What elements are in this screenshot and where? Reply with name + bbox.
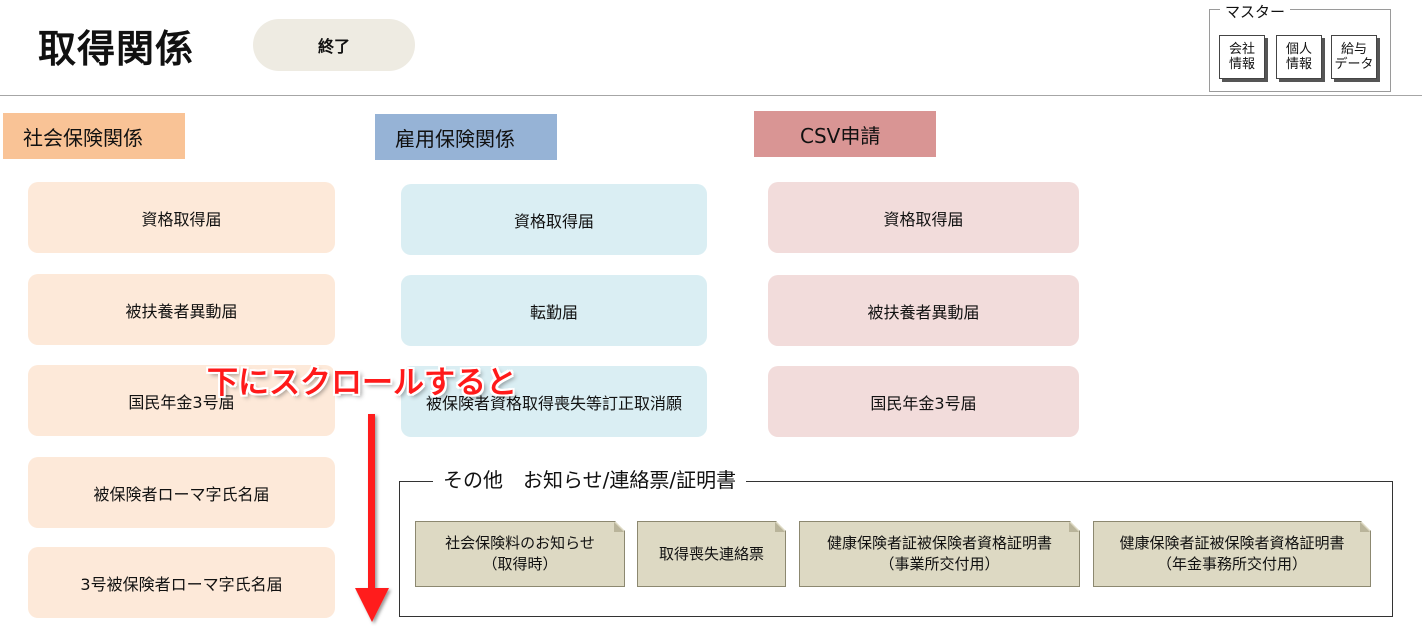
koyou-qualification-acquisition-button[interactable]: 資格取得届 [401, 184, 707, 255]
header-divider [0, 95, 1422, 96]
scroll-down-arrow-icon [355, 414, 389, 622]
end-button[interactable]: 終了 [253, 19, 415, 71]
shakai-qualification-acquisition-button[interactable]: 資格取得届 [28, 182, 335, 253]
salary-data-button[interactable]: 給与 データ [1331, 35, 1377, 79]
health-cert-office-button[interactable]: 健康保険者証被保険者資格証明書 （事業所交付用） [799, 521, 1080, 587]
category-header-social-insurance: 社会保険関係 [3, 113, 185, 159]
shakai-dependent-change-button[interactable]: 被扶養者異動届 [28, 274, 335, 345]
insurance-notice-button[interactable]: 社会保険料のお知らせ （取得時） [415, 521, 625, 587]
csv-qualification-acquisition-button[interactable]: 資格取得届 [768, 182, 1079, 253]
page-title: 取得関係 [38, 27, 195, 71]
csv-national-pension-3-button[interactable]: 国民年金3号届 [768, 366, 1079, 437]
csv-dependent-change-button[interactable]: 被扶養者異動届 [768, 275, 1079, 346]
scroll-annotation-text: 下にスクロールすると [207, 365, 517, 401]
koyou-transfer-button[interactable]: 転勤届 [401, 275, 707, 346]
other-documents-label: その他 お知らせ/連絡票/証明書 [433, 466, 747, 494]
master-group-label: マスター [1220, 4, 1291, 20]
shakai-romaji-name-button[interactable]: 被保険者ローマ字氏名届 [28, 457, 335, 528]
category-header-employment-insurance: 雇用保険関係 [375, 114, 557, 160]
company-info-button[interactable]: 会社 情報 [1219, 35, 1265, 79]
shakai-3go-romaji-name-button[interactable]: 3号被保険者ローマ字氏名届 [28, 547, 335, 618]
personal-info-button[interactable]: 個人 情報 [1276, 35, 1322, 79]
category-header-csv: CSV申請 [754, 111, 936, 157]
shakai-national-pension-3-button[interactable]: 国民年金3号届 [28, 365, 335, 436]
health-cert-pension-office-button[interactable]: 健康保険者証被保険者資格証明書 （年金事務所交付用） [1093, 521, 1371, 587]
other-documents-group [399, 481, 1393, 617]
acquisition-loss-slip-button[interactable]: 取得喪失連絡票 [637, 521, 786, 587]
koyou-correction-cancel-button[interactable]: 被保険者資格取得喪失等訂正取消願 [401, 366, 707, 437]
master-group [1209, 9, 1391, 92]
